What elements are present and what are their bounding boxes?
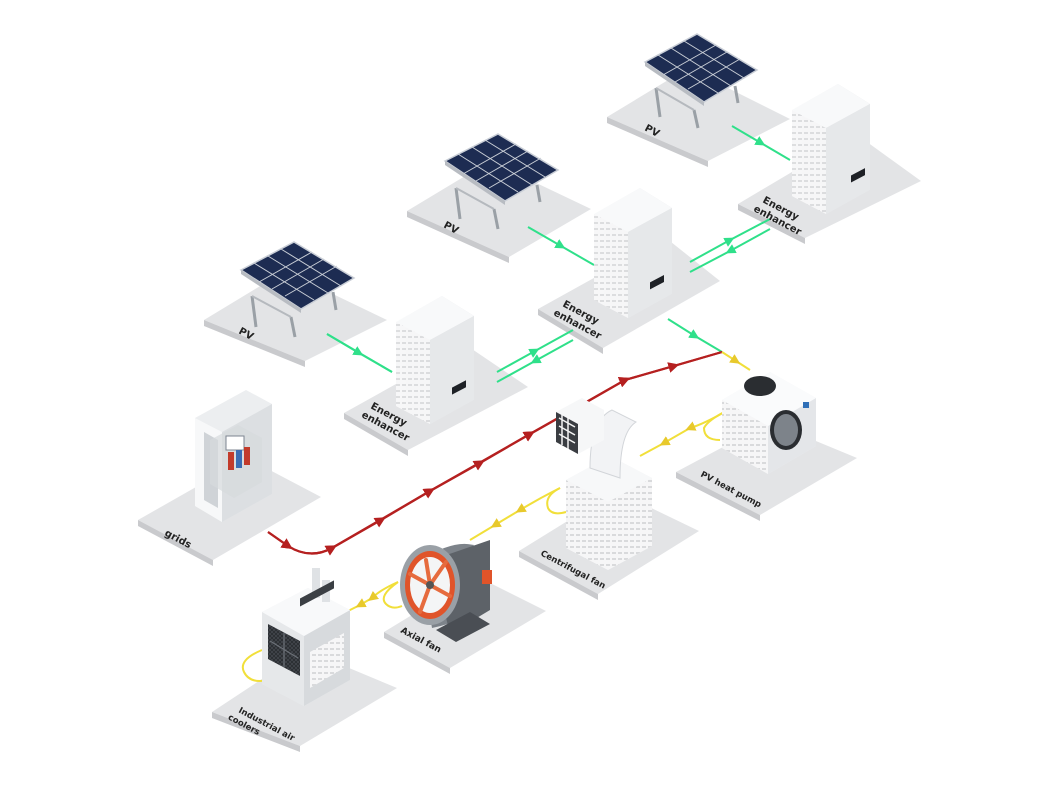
- enhancer-3: [792, 84, 870, 214]
- link-enhancer1-enhancer2-b: [496, 339, 574, 383]
- load-links: [241, 351, 751, 682]
- link-enhancer2-enhancer3-a: [689, 218, 771, 263]
- centrifugal-fan-icon: [556, 398, 652, 570]
- solar-panel-icon: [239, 33, 759, 338]
- link-enhancer2-enhancer3-b: [689, 228, 771, 273]
- link-junction-heatpump: [721, 351, 751, 371]
- link-enhancer2-junction: [667, 318, 723, 353]
- pv-array-2: [443, 133, 560, 230]
- energy-enhancer-icon: [396, 84, 870, 424]
- air-cooler-icon: [262, 568, 350, 706]
- platform-pv-2: [407, 161, 591, 257]
- link-enhancer1-enhancer2-a: [496, 329, 574, 373]
- heat-pump-icon: [722, 372, 816, 474]
- pv-array-3: [643, 33, 759, 129]
- link-pv3-enhancer3: [731, 125, 791, 161]
- link-coolers-loop: [241, 649, 269, 682]
- axial-fan-icon: [400, 540, 492, 642]
- platform-pv-1: [204, 271, 387, 361]
- platform-pv-3: [607, 68, 790, 161]
- link-centrifugal-axial: [469, 487, 561, 541]
- link-pv2-enhancer2: [527, 226, 595, 266]
- enhancer-1: [396, 296, 474, 424]
- grid-cabinet-icon: [195, 390, 272, 522]
- pv-array-1: [239, 241, 356, 338]
- enhancer-2: [594, 188, 672, 318]
